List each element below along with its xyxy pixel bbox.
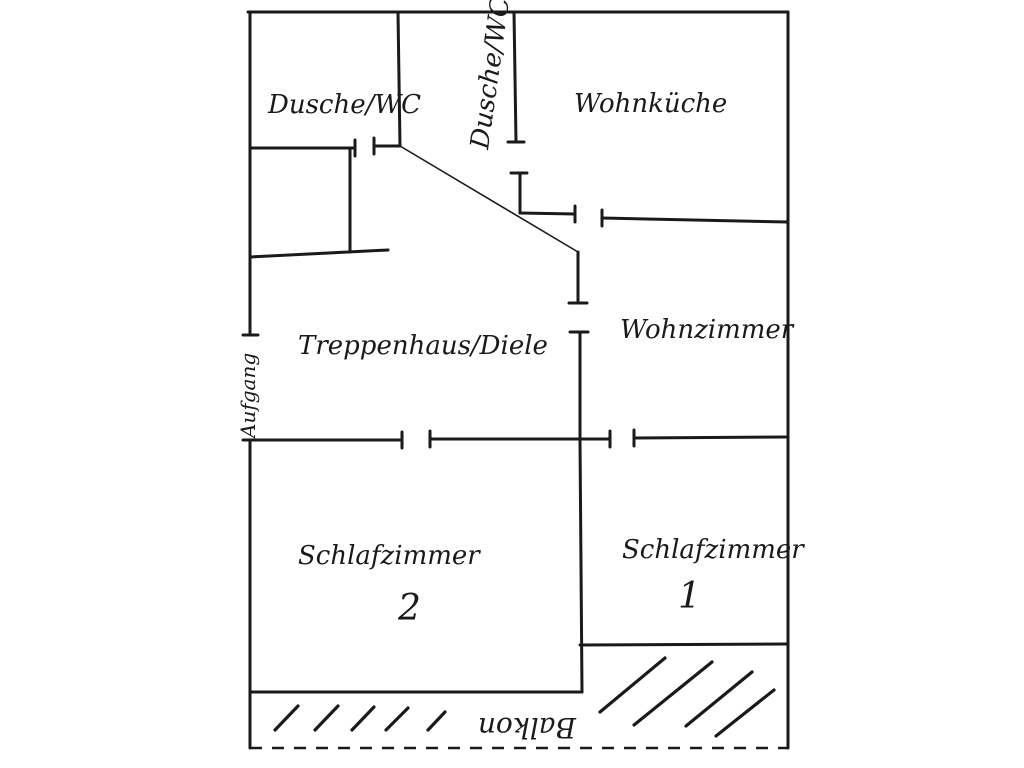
stair-diagonal <box>399 145 579 253</box>
balcony-hatching <box>273 656 776 738</box>
dusche-wc-mid-walls <box>506 10 790 228</box>
label-schlafzimmer-1-number: 1 <box>678 576 701 617</box>
bedroom-partition <box>248 438 790 694</box>
label-wohnzimmer: Wohnzimmer <box>620 315 795 345</box>
label-wohnkueche: Wohnküche <box>574 89 727 119</box>
outer-walls <box>241 10 790 750</box>
label-treppenhaus: Treppenhaus/Diele <box>298 331 548 361</box>
label-dusche-wc-mid: Dusche/WC <box>465 0 516 152</box>
label-balkon: Balkon <box>478 711 577 744</box>
label-aufgang: Aufgang <box>236 353 260 440</box>
wohnzimmer-west-wall <box>567 250 590 442</box>
label-schlafzimmer-1: Schlafzimmer <box>622 535 805 565</box>
label-dusche-wc-left: Dusche/WC <box>267 90 421 120</box>
label-schlafzimmer-2: Schlafzimmer <box>298 541 481 571</box>
label-schlafzimmer-2-number: 2 <box>397 588 421 629</box>
bedroom-top-wall <box>248 428 788 450</box>
dusche-wc-left-walls <box>248 10 402 259</box>
